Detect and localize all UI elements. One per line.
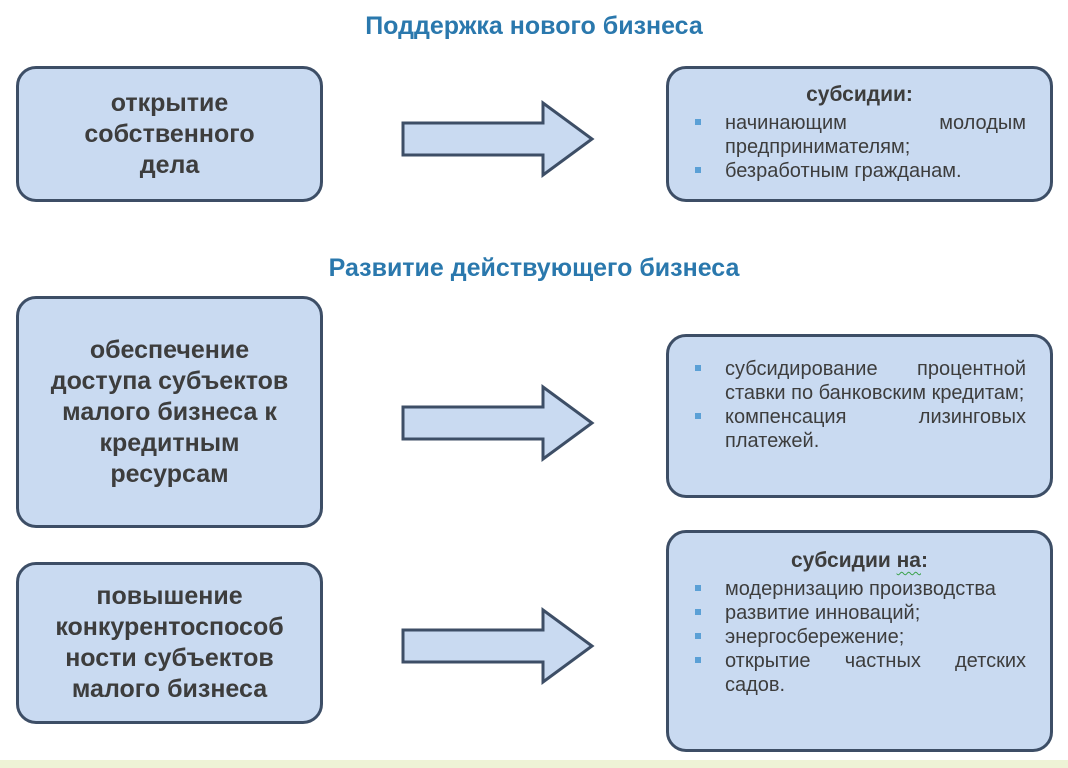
- box-credit-subsidies: субсидирование процентной ставки по банк…: [666, 334, 1053, 498]
- square-bullet-icon: [695, 609, 701, 615]
- square-bullet-icon: [695, 657, 701, 663]
- square-bullet-icon: [695, 413, 701, 419]
- list-item: развитие инноваций;: [693, 601, 1026, 625]
- list-item: энергосбережение;: [693, 625, 1026, 649]
- square-bullet-icon: [695, 585, 701, 591]
- box-subsidies-heading: субсидии:: [806, 83, 913, 106]
- list-item: модернизацию производства: [693, 577, 1026, 601]
- box-subsidies-for-list: модернизацию производства развитие иннов…: [693, 577, 1026, 697]
- box-credit-access: обеспечение доступа субъектов малого биз…: [16, 296, 323, 528]
- box-credit-subsidies-list: субсидирование процентной ставки по банк…: [693, 357, 1026, 453]
- box-subsidies-list: начинающим молодым предпринимателям; без…: [693, 111, 1026, 183]
- box-credit-access-text: обеспечение доступа субъектов малого биз…: [50, 335, 289, 488]
- square-bullet-icon: [695, 365, 701, 371]
- list-item: компенсация лизинговых платежей.: [693, 405, 1026, 453]
- list-item: начинающим молодым предпринимателям;: [693, 111, 1026, 159]
- arrow-right-icon: [401, 384, 595, 462]
- box-open-own-business-text: открытие собственного дела: [84, 88, 255, 179]
- box-open-own-business: открытие собственного дела: [16, 66, 323, 202]
- section-title-new-business: Поддержка нового бизнеса: [365, 12, 703, 40]
- list-item: открытие частных детских садов.: [693, 649, 1026, 697]
- list-item: субсидирование процентной ставки по банк…: [693, 357, 1026, 405]
- square-bullet-icon: [695, 119, 701, 125]
- arrow-right-icon: [401, 607, 595, 685]
- list-item: безработным гражданам.: [693, 159, 1026, 183]
- bottom-divider: [0, 760, 1068, 768]
- section-title-existing-business: Развитие действующего бизнеса: [328, 254, 740, 282]
- box-competitiveness-text: повышение конкурентоспособ ности субъект…: [55, 582, 284, 703]
- box-subsidies-for: субсидии на: модернизацию производства р…: [666, 530, 1053, 752]
- arrow-right-icon: [401, 100, 595, 178]
- box-competitiveness: повышение конкурентоспособ ности субъект…: [16, 562, 323, 724]
- square-bullet-icon: [695, 633, 701, 639]
- box-subsidies-for-heading: субсидии на:: [790, 549, 928, 572]
- square-bullet-icon: [695, 167, 701, 173]
- box-subsidies: субсидии: начинающим молодым предпринима…: [666, 66, 1053, 202]
